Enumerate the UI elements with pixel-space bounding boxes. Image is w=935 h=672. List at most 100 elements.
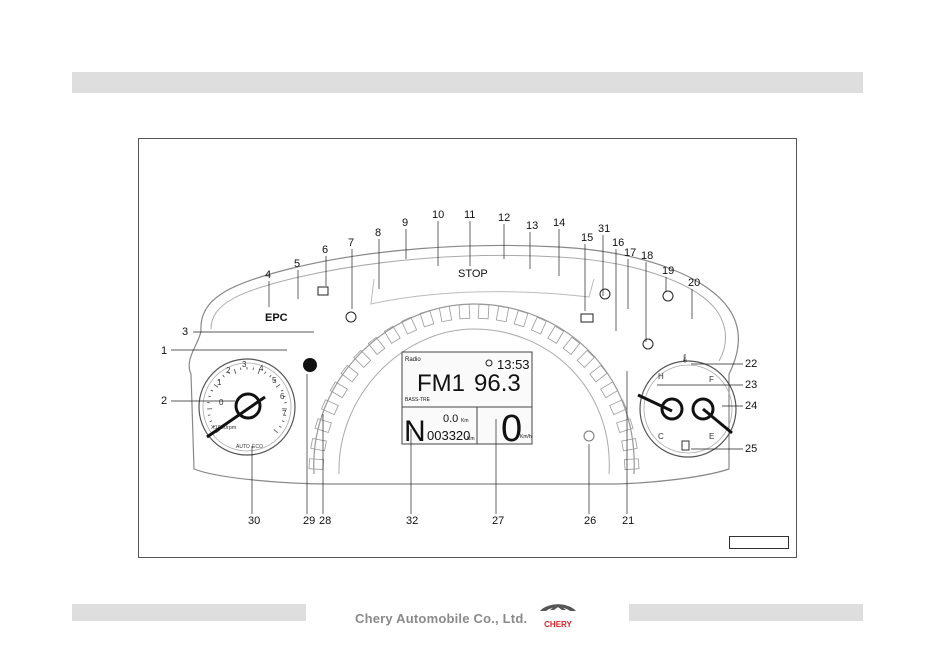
callout-7: 7	[348, 237, 354, 249]
footer-company-name: Chery Automobile Co., Ltd.	[355, 611, 528, 626]
lcd-clock: 13:53	[497, 357, 530, 372]
footer-bar-left	[72, 604, 306, 621]
tach-scale-6: 6	[280, 392, 285, 401]
tach-scale-5: 5	[272, 376, 277, 385]
callout-18: 18	[641, 250, 653, 262]
instrument-cluster-diagram: Radio 13:53 FM1 96.3 BASS-TRE N 0.0 Km 0…	[161, 209, 757, 527]
temp-hub	[660, 397, 684, 421]
callout-4: 4	[265, 269, 271, 281]
fuel-segment	[329, 381, 348, 399]
lcd-bass-treble: BASS-TRE	[405, 397, 431, 403]
fuel-segment	[320, 399, 339, 416]
callout-32: 32	[406, 515, 418, 527]
tach-tick	[210, 389, 214, 392]
upper-warning-panel	[370, 278, 595, 305]
epc-icon: EPC	[265, 312, 288, 324]
fuel-segment	[513, 309, 529, 328]
temp-fuel-gauge	[639, 360, 737, 458]
abs-icon	[662, 290, 674, 302]
tach-tick	[209, 420, 213, 422]
center-arch-inner	[338, 328, 610, 475]
callout-30: 30	[248, 515, 260, 527]
chery-logo-mark	[540, 604, 576, 611]
tach-tick	[222, 374, 225, 378]
lcd-trip-unit: Km	[461, 418, 469, 424]
callout-10: 10	[432, 209, 444, 221]
fuel-segment	[589, 364, 608, 383]
fuel-segment	[383, 325, 401, 344]
fuel-segment	[438, 305, 453, 323]
callout-5: 5	[294, 258, 300, 270]
clock-icon	[485, 359, 493, 367]
fuel-segment	[477, 303, 490, 320]
temp-hot-label: H	[658, 372, 664, 381]
fuel-segment	[353, 349, 372, 368]
tach-tick	[213, 384, 219, 388]
callout-3: 3	[182, 326, 188, 338]
lcd-radio-label: Radio	[405, 357, 421, 363]
tach-scale-1: 1	[217, 378, 222, 387]
header-bar	[72, 72, 863, 93]
chery-logo-text: CHERY	[544, 620, 572, 629]
tach-tick	[283, 414, 287, 416]
cluster-inner-edge	[210, 254, 726, 362]
tach-tick	[208, 395, 212, 398]
callout-9: 9	[402, 217, 408, 229]
fuel-hub	[691, 397, 715, 421]
tach-tick	[279, 425, 282, 428]
callout-22: 22	[745, 358, 757, 370]
tach-unit: X1000rpm	[211, 425, 237, 431]
fuel-segment	[530, 316, 547, 335]
parking-brake-icon	[345, 311, 357, 323]
instrument-cluster-figure: Radio 13:53 FM1 96.3 BASS-TRE N 0.0 Km 0…	[138, 138, 797, 558]
fuel-segment	[623, 458, 640, 471]
callout-28: 28	[319, 515, 331, 527]
engine-icon	[317, 286, 329, 296]
lcd-speed: 0	[501, 408, 522, 450]
tach-tick	[207, 414, 211, 416]
tach-needle	[206, 395, 266, 439]
fuel-segment	[616, 418, 634, 433]
tach-tick	[212, 425, 215, 428]
brake-warning-icon	[599, 288, 611, 300]
tach-tick	[264, 371, 267, 375]
callout-2: 2	[161, 395, 167, 407]
callout-15: 15	[581, 232, 593, 244]
callout-27: 27	[492, 515, 504, 527]
fuel-segment	[495, 305, 510, 323]
chery-logo: CHERY	[540, 604, 576, 629]
footer-bar-right	[629, 604, 863, 621]
fuel-segment	[314, 418, 332, 433]
callout-21: 21	[622, 515, 634, 527]
fuel-segment	[310, 438, 327, 452]
light-sensor-icon	[583, 430, 595, 442]
tpms-icon	[642, 338, 654, 350]
tach-tick	[257, 368, 261, 374]
tach-scale-2: 2	[226, 366, 231, 375]
fuel-needle	[702, 407, 733, 435]
callout-14: 14	[553, 217, 565, 229]
chery-logo-peak	[550, 604, 566, 610]
fuel-segment	[340, 364, 359, 383]
tach-tick	[275, 384, 281, 388]
tach-tick	[233, 368, 237, 374]
tachometer-ticks	[207, 367, 287, 434]
callout-11: 11	[464, 209, 475, 221]
stop-icon: STOP	[458, 268, 488, 280]
tach-tick	[281, 420, 285, 422]
temp-fuel-bezel	[643, 364, 733, 454]
temp-cold-label: C	[658, 432, 664, 441]
tach-tick	[282, 395, 286, 398]
callout-17: 17	[624, 247, 636, 259]
fuel-segment	[367, 336, 386, 356]
fuel-full-label: F	[709, 375, 714, 384]
tach-tick	[280, 389, 284, 392]
auto-label: AUTO	[236, 444, 250, 450]
callout-20: 20	[688, 277, 700, 289]
figure-reference-box	[729, 536, 789, 549]
callout-29: 29	[303, 515, 315, 527]
lcd-odometer-unit: Km	[467, 436, 475, 442]
lcd-trip: 0.0	[443, 413, 458, 425]
lcd-frequency: 96.3	[474, 370, 521, 397]
